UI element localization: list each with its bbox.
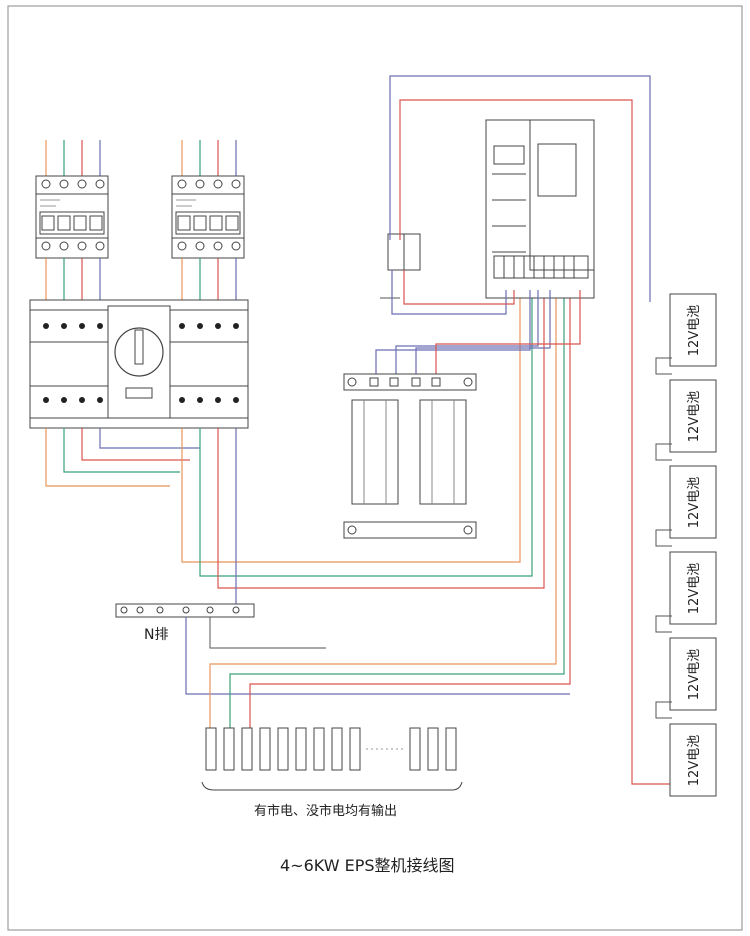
diagram-border	[7, 5, 743, 931]
n-bar	[115, 603, 570, 695]
battery-4	[669, 551, 717, 625]
battery-label-2: 12V电池	[687, 390, 703, 442]
battery-6	[669, 723, 717, 797]
battery-label-3: 12V电池	[687, 476, 703, 528]
output-breakers	[201, 727, 463, 791]
battery-5	[669, 637, 717, 711]
battery-breaker	[380, 233, 421, 299]
battery-label-5: 12V电池	[687, 648, 703, 700]
diagram-title: 4~6KW EPS整机接线图	[280, 856, 455, 875]
input-breaker-right	[171, 140, 245, 304]
battery-1	[669, 293, 717, 367]
output-caption: 有市电、没市电均有输出	[254, 804, 398, 819]
transformer	[343, 373, 477, 539]
battery-3	[669, 465, 717, 539]
battery-2	[669, 379, 717, 453]
battery-label-6: 12V电池	[687, 734, 703, 786]
ats-output-wires	[45, 290, 545, 612]
host-wiring	[375, 75, 672, 785]
battery-label-4: 12V电池	[687, 562, 703, 614]
output-bus-wires	[209, 290, 571, 728]
battery-label-1: 12V电池	[687, 304, 703, 356]
n-bar-label: N排	[144, 627, 169, 643]
transfer-switch	[29, 299, 249, 429]
input-breaker-left	[35, 140, 109, 304]
eps-host	[485, 119, 595, 299]
battery-string	[655, 293, 717, 797]
